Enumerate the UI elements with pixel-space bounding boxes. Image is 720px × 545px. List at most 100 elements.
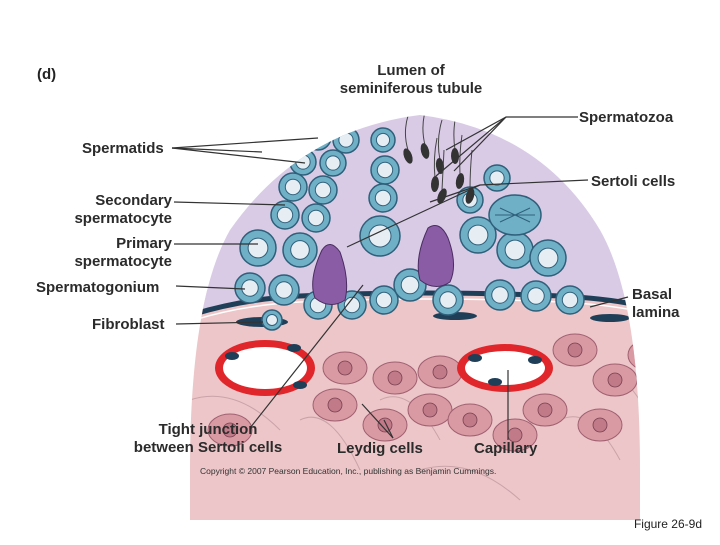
germ-cell-nucleus: [368, 224, 392, 248]
germ-cell-nucleus: [307, 209, 325, 227]
label-tight-junction: Tight junction between Sertoli cells: [118, 421, 298, 457]
leader-line: [479, 179, 589, 186]
leydig-cell-nucleus: [537, 402, 553, 418]
leydig-cell-nucleus: [607, 372, 623, 388]
germ-cell-nucleus: [467, 224, 489, 246]
germ-cell-nucleus: [439, 291, 457, 309]
leader-line: [383, 419, 394, 439]
leader-line: [445, 116, 507, 151]
leader-line: [175, 285, 246, 290]
label-spermatids: Spermatids: [82, 140, 164, 157]
germ-cell-nucleus: [247, 237, 269, 259]
leydig-cell-nucleus: [327, 397, 343, 413]
mitotic-spindle: [495, 207, 535, 223]
copyright-notice: Copyright © 2007 Pearson Education, Inc.…: [200, 466, 497, 476]
leydig-cell-nucleus: [337, 360, 353, 376]
sperm-tail: [433, 137, 438, 179]
germ-cell-nucleus: [491, 286, 509, 304]
label-primary-line1: Primary: [116, 235, 172, 252]
germ-cell-nucleus: [310, 129, 326, 145]
leader-line: [453, 116, 507, 172]
label-sertoli-cells: Sertoli cells: [591, 173, 676, 190]
leydig-cell-nucleus: [567, 342, 583, 358]
germ-cell-nucleus: [376, 161, 394, 179]
germ-cell-nucleus: [284, 178, 302, 196]
sertoli-cell-nucleus: [312, 244, 348, 305]
germ-cell-nucleus: [266, 314, 278, 326]
label-spermatogonium: Spermatogonium: [36, 279, 160, 296]
germ-cell-nucleus: [275, 281, 293, 299]
germ-cell-nucleus: [537, 247, 559, 269]
leydig-cell-nucleus: [387, 370, 403, 386]
sperm-head: [435, 158, 445, 174]
germ-cell-nucleus: [400, 275, 420, 295]
label-primary-spermatocyte: Primary spermatocyte: [40, 235, 172, 271]
germ-cell-nucleus: [375, 291, 393, 309]
sertoli-cell-nucleus: [417, 225, 454, 287]
capillary-right: [457, 344, 553, 392]
leydig-cell-nucleus: [643, 348, 657, 362]
capillary-left: [215, 340, 315, 396]
label-leydig-cells: Leydig cells: [337, 440, 423, 457]
label-capillary: Capillary: [474, 440, 538, 457]
sperm-head: [430, 176, 440, 192]
germ-cell: [304, 123, 332, 151]
leader-line: [361, 403, 394, 439]
leydig-cell-nucleus: [462, 412, 478, 428]
germ-cell-nucleus: [343, 296, 361, 314]
germ-cell-nucleus: [338, 132, 354, 148]
spermatozoa-group: [403, 115, 475, 204]
leader-line: [171, 147, 263, 153]
leydig-cell: [627, 338, 640, 372]
germ-cell-nucleus: [504, 239, 526, 261]
label-secondary-spermatocyte: Secondary spermatocyte: [40, 192, 172, 228]
label-tight-line1: Tight junction: [158, 421, 258, 438]
leader-line: [175, 321, 264, 325]
leader-line: [171, 147, 306, 164]
sperm-tail: [422, 115, 428, 146]
leydig-cell-nucleus: [422, 402, 438, 418]
leader-line: [435, 116, 507, 177]
label-primary-line2: spermatocyte: [74, 253, 172, 270]
germ-cell-nucleus: [314, 181, 332, 199]
leydig-cell-nucleus: [592, 417, 608, 433]
label-basal-line1: Basal: [632, 286, 673, 303]
leader-line: [346, 184, 481, 248]
leader-line: [429, 184, 481, 203]
connective-fiber: [419, 465, 521, 501]
germ-cell-nucleus: [241, 279, 259, 297]
sperm-head: [450, 148, 460, 164]
label-spermatozoa: Spermatozoa: [579, 109, 674, 126]
leader-line: [589, 296, 629, 308]
sperm-head: [437, 188, 447, 204]
germ-cell-nucleus: [290, 240, 310, 260]
label-tight-line2: between Sertoli cells: [133, 439, 283, 456]
sperm-head: [403, 148, 413, 164]
germ-cell-nucleus: [325, 155, 341, 171]
sperm-head: [455, 173, 465, 189]
label-fibroblast: Fibroblast: [92, 316, 165, 333]
sperm-head: [465, 188, 475, 204]
germ-cell-nucleus: [276, 206, 294, 224]
sperm-tail: [453, 115, 458, 151]
label-secondary-line2: spermatocyte: [74, 210, 172, 227]
germ-cell-nucleus: [527, 287, 545, 305]
label-secondary-line1: Secondary: [95, 192, 172, 209]
leydig-cell-nucleus: [222, 422, 238, 438]
germ-cell-nucleus: [375, 132, 391, 148]
label-lumen-line2: seminiferous tubule: [339, 80, 483, 97]
sperm-head: [420, 143, 430, 159]
leader-lines: [171, 116, 629, 440]
leader-line: [173, 201, 286, 206]
leader-line: [249, 284, 364, 429]
germ-cell-nucleus: [374, 189, 392, 207]
label-lumen-line1: Lumen of: [377, 62, 445, 79]
connective-fiber: [190, 395, 281, 431]
leydig-cell-nucleus: [432, 364, 448, 380]
label-basal-lamina: Basal lamina: [632, 286, 680, 322]
fibroblast-cell: [590, 314, 630, 322]
sperm-tail: [404, 115, 411, 151]
label-lumen: Lumen of seminiferous tubule: [326, 62, 496, 98]
